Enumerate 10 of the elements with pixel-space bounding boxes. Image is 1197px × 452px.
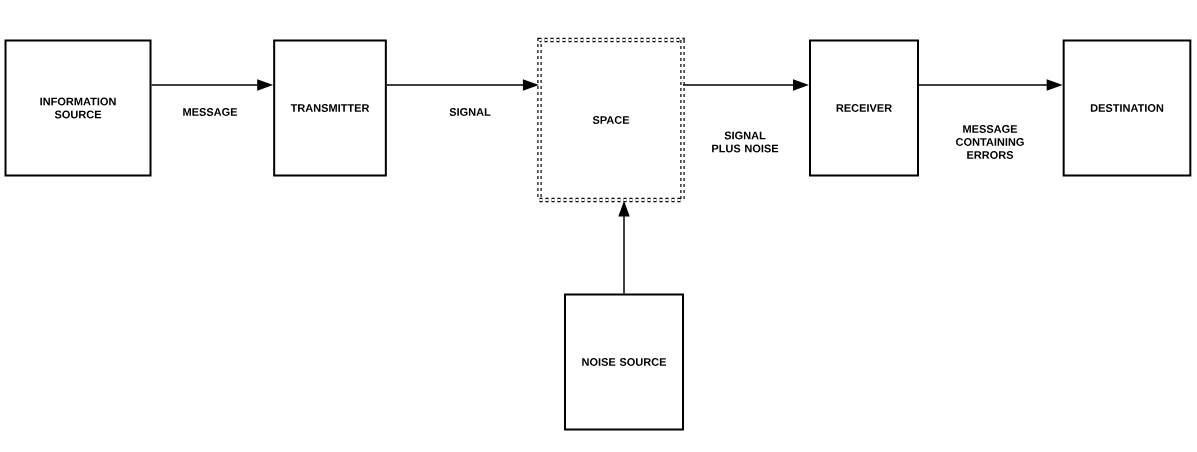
edge-label: MESSAGE <box>183 108 238 116</box>
edge-label: MESSAGE CONTAINING ERRORS <box>956 125 1024 159</box>
edge-label: SIGNAL <box>449 108 491 116</box>
block-box: DESTINATION <box>1062 39 1192 177</box>
edge-label: SIGNAL PLUS NOISE <box>712 131 779 153</box>
block-box: RECEIVER <box>809 39 919 177</box>
space-box: SPACE <box>537 37 685 203</box>
block-box: INFORMATION SOURCE <box>4 39 152 177</box>
block-box: NOISE SOURCE <box>564 293 684 431</box>
block-box: TRANSMITTER <box>273 39 387 177</box>
